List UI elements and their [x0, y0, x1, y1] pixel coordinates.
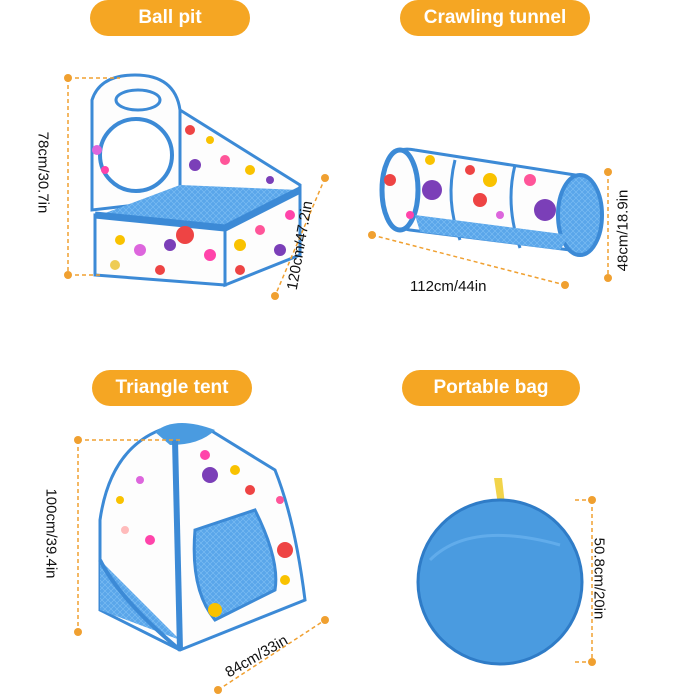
tent-height: 100cm/39.4in	[42, 488, 60, 579]
ball-pit-image	[64, 73, 329, 300]
tunnel-diameter: 48cm/18.9in	[614, 189, 632, 272]
bag-diameter: 50.8cm/20in	[590, 537, 608, 620]
portable-bag-image	[416, 478, 596, 666]
portable-bag-label: Portable bag	[402, 370, 580, 406]
crawling-tunnel-image	[368, 147, 612, 289]
tunnel-length: 112cm/44in	[410, 278, 487, 295]
crawling-tunnel-label: Crawling tunnel	[400, 0, 590, 36]
ball-pit-label: Ball pit	[90, 0, 250, 36]
triangle-tent-image	[74, 422, 329, 694]
triangle-tent-label: Triangle tent	[92, 370, 252, 406]
ball-pit-height: 78cm/30.7in	[34, 131, 52, 214]
